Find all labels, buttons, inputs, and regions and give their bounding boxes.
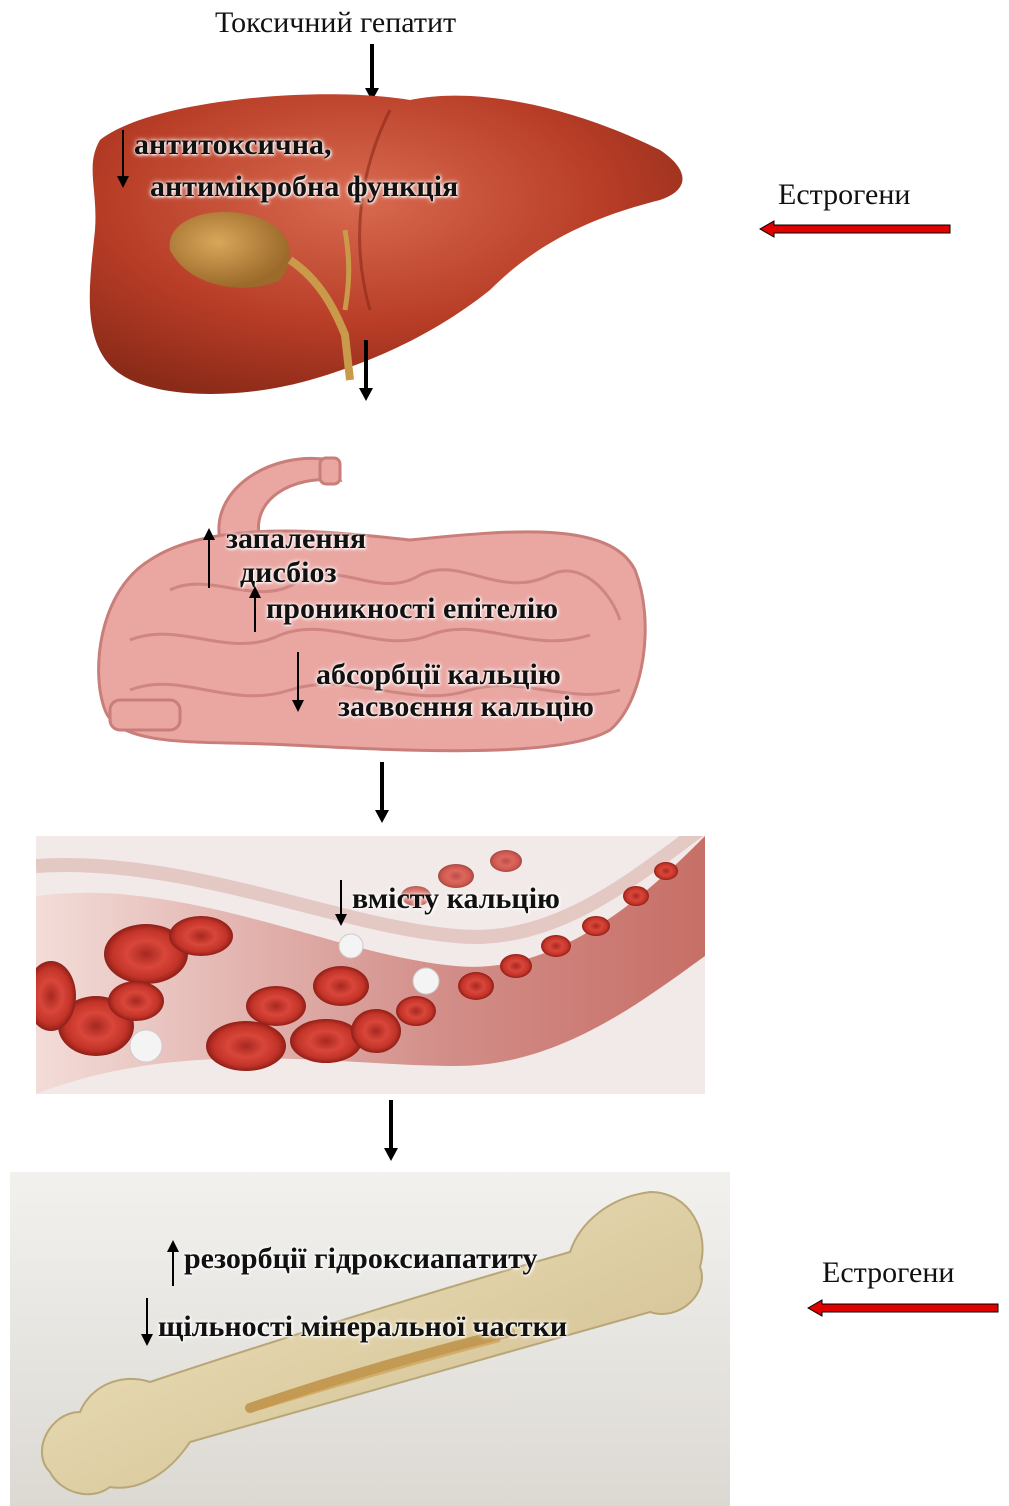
bone-label-line2: щільності мінеральної частки [158, 1310, 567, 1344]
estrogen-arrow-top [758, 218, 954, 240]
liver-label-line1: антитоксична, [134, 128, 332, 162]
estrogen-label-top: Естрогени [778, 178, 910, 212]
arrow-down-icon [140, 1298, 154, 1348]
arrow-up-icon [202, 528, 216, 590]
estrogen-arrow-bottom [806, 1297, 1002, 1319]
blood-vessel-illustration [36, 836, 705, 1094]
intestine-label-line4: абсорбції кальцію [316, 658, 561, 692]
blood-label-line1: вмісту кальцію [352, 882, 560, 916]
arrow-down-icon [372, 762, 392, 824]
intestine-label-line5: засвоєння кальцію [338, 690, 594, 724]
arrow-down-icon [291, 652, 305, 714]
intestine-label-line2: дисбіоз [240, 556, 337, 590]
estrogen-label-bottom: Естрогени [822, 1256, 954, 1290]
diagram-title: Токсичний гепатит [215, 6, 456, 40]
intestine-label-line1: запалення [226, 522, 366, 556]
intestine-label-line3: проникності епітелію [266, 592, 558, 626]
bone-label-line1: резорбції гідроксиапатиту [184, 1242, 537, 1276]
arrow-down-icon [381, 1100, 401, 1162]
arrow-down-icon [356, 340, 376, 402]
blood-vessel-panel [36, 836, 705, 1094]
arrow-up-icon [166, 1240, 180, 1288]
arrow-down-icon [116, 130, 130, 190]
arrow-up-icon [248, 586, 262, 634]
liver-label-line2: антимікробна функція [150, 170, 458, 204]
arrow-down-icon [334, 880, 348, 928]
